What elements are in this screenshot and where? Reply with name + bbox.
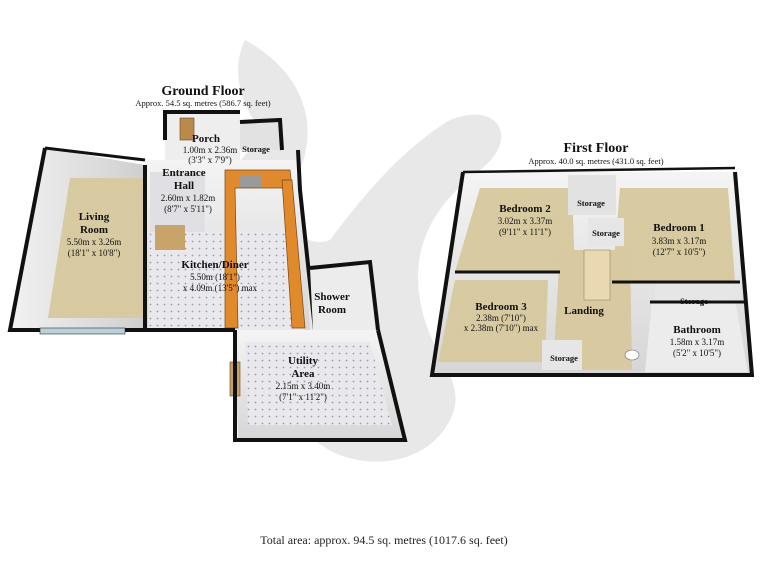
porch-dim-metric: 1.00m x 2.36m bbox=[183, 145, 238, 155]
shower-room bbox=[309, 259, 380, 331]
ground-floor-area: Approx. 54.5 sq. metres (586.7 sq. feet) bbox=[135, 98, 270, 108]
living-room bbox=[7, 146, 146, 335]
living-room-dim-metric: 5.50m x 3.26m bbox=[67, 237, 122, 247]
utility-area-dim-imperial: (7'1" x 11'2") bbox=[279, 392, 327, 402]
entrance-hall-label-1: Entrance bbox=[162, 167, 206, 179]
kitchen-diner-dim-2: x 4.09m (13'5") max bbox=[183, 283, 258, 293]
kitchen-diner-dim-1: 5.50m (18'1") bbox=[190, 272, 240, 282]
storage-bottom-label: Storage bbox=[550, 353, 578, 363]
bedroom-3-label: Bedroom 3 bbox=[475, 301, 527, 313]
entrance-hall-dim-imperial: (8'7" x 5'11") bbox=[164, 204, 212, 214]
porch-dim-imperial: (3'3" x 7'9") bbox=[188, 155, 232, 165]
bedroom-3-dim-1: 2.38m (7'10") bbox=[476, 313, 526, 323]
bedroom-3-dim-2: x 2.38m (7'10") max bbox=[464, 323, 539, 333]
utility-area-label-1: Utility bbox=[288, 355, 318, 367]
bedroom-2-label: Bedroom 2 bbox=[499, 203, 551, 215]
kitchen-diner-label: Kitchen/Diner bbox=[181, 259, 248, 271]
living-room-label-1: Living bbox=[79, 211, 110, 223]
shower-room-label-2: Room bbox=[318, 304, 346, 316]
bathroom-dim-metric: 1.58m x 3.17m bbox=[670, 337, 725, 347]
first-floor-shell bbox=[429, 166, 755, 377]
storage-right-label: Storage bbox=[680, 296, 708, 306]
bathroom-dim-imperial: (5'2" x 10'5") bbox=[673, 348, 721, 358]
living-room-label-2: Room bbox=[80, 224, 108, 236]
bedroom-1-label: Bedroom 1 bbox=[653, 222, 704, 234]
first-floor-title: First Floor bbox=[564, 141, 629, 156]
utility-area bbox=[229, 329, 408, 442]
utility-area-label-2: Area bbox=[291, 368, 315, 380]
bedroom-1-dim-imperial: (12'7" x 10'5") bbox=[653, 247, 706, 257]
storage-mid-label: Storage bbox=[592, 228, 620, 238]
bathroom-label: Bathroom bbox=[673, 324, 720, 336]
shower-room-label-1: Shower bbox=[314, 291, 350, 303]
entrance-hall-dim-metric: 2.60m x 1.82m bbox=[161, 193, 216, 203]
bedroom-1-dim-metric: 3.83m x 3.17m bbox=[652, 236, 707, 246]
first-floor-area: Approx. 40.0 sq. metres (431.0 sq. feet) bbox=[528, 156, 663, 166]
landing-label: Landing bbox=[564, 305, 604, 317]
storage-top-label: Storage bbox=[577, 198, 605, 208]
living-room-dim-imperial: (18'1" x 10'8") bbox=[68, 248, 121, 258]
ground-floor-title: Ground Floor bbox=[161, 84, 244, 99]
bedroom-2-dim-metric: 3.02m x 3.37m bbox=[498, 216, 553, 226]
utility-area-dim-metric: 2.15m x 3.40m bbox=[276, 381, 331, 391]
storage-ground-label: Storage bbox=[242, 144, 270, 154]
kitchen-diner bbox=[143, 149, 317, 332]
storage-ground bbox=[239, 117, 284, 151]
porch-label: Porch bbox=[192, 133, 220, 145]
total-area: Total area: approx. 94.5 sq. metres (101… bbox=[260, 533, 508, 547]
porch bbox=[163, 110, 240, 160]
entrance-hall-label-2: Hall bbox=[174, 180, 194, 192]
bedroom-2-dim-imperial: (9'11" x 11'1") bbox=[499, 227, 551, 237]
